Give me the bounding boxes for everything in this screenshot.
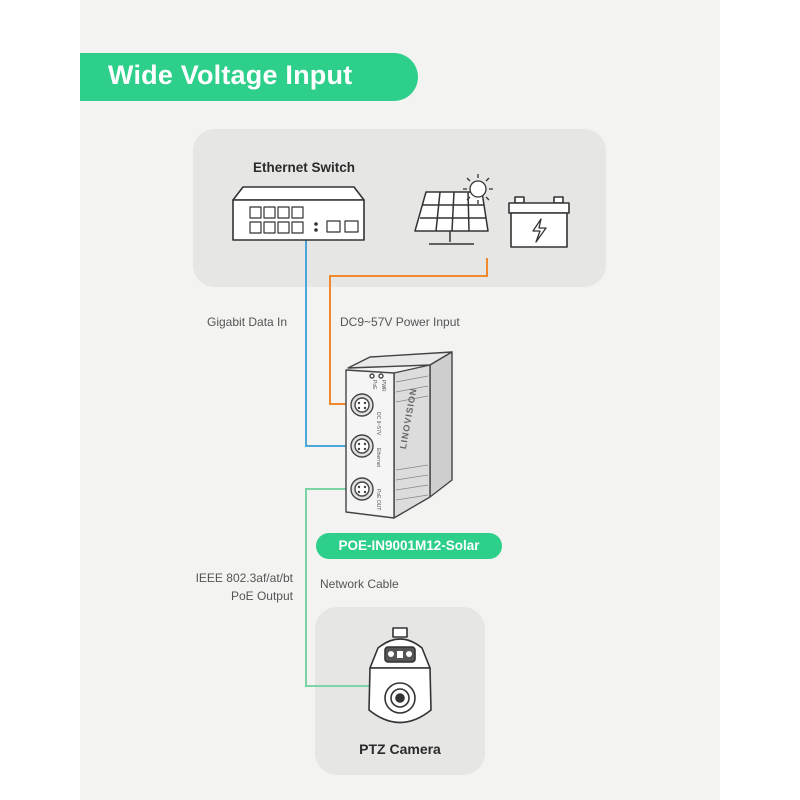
led-label-poe: PoE [371, 380, 377, 390]
poe-output-label-line1: IEEE 802.3af/at/bt [195, 571, 293, 585]
power-line [329, 258, 488, 405]
page-title: Wide Voltage Input [108, 60, 353, 90]
battery-icon [508, 196, 570, 248]
camera-label: PTZ Camera [359, 741, 441, 757]
title-banner [80, 53, 418, 101]
ethernet-switch-icon [232, 186, 365, 241]
port-label-dc-in: DC 9~57V [375, 412, 381, 436]
power-input-label: DC9~57V Power Input [340, 315, 460, 329]
model-badge [316, 533, 502, 559]
network-cable-label: Network Cable [320, 577, 399, 591]
port-label-ethernet: Ethernet [375, 448, 381, 467]
led-label-pwr: PWR [380, 380, 386, 392]
solar-panel-icon [414, 191, 489, 245]
data-line [305, 240, 352, 447]
model-label: POE-IN9001M12-Solar [338, 538, 480, 553]
data-in-label: Gigabit Data In [207, 315, 288, 329]
poe-injector-device [345, 351, 453, 519]
ptz-camera-icon [368, 627, 432, 724]
sun-icon [463, 174, 493, 204]
poe-output-label-line2: PoE Output [230, 589, 293, 603]
poe-output-line [305, 488, 372, 687]
port-label-poe-out: PoE OUT [375, 489, 381, 511]
switch-label: Ethernet Switch [253, 160, 356, 175]
